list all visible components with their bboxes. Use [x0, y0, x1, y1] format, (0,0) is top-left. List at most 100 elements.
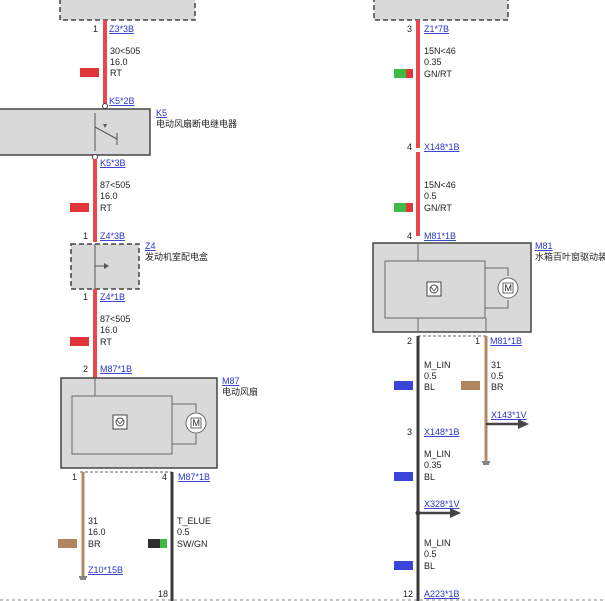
k5-name[interactable]: K5	[156, 108, 167, 118]
color-swatch-black	[148, 539, 160, 548]
m81-top-link[interactable]: M81*1B	[424, 231, 456, 241]
color-swatch-green	[160, 539, 167, 548]
ground-link[interactable]: Z10*15B	[88, 565, 123, 575]
wire-lin2-size: 0.35	[424, 460, 442, 470]
wire-right-1-size: 0.35	[424, 57, 442, 67]
wire-right-1-signal: 15N<46	[424, 46, 456, 56]
pin-number: 4	[407, 231, 412, 241]
motor-icon-body	[502, 282, 514, 294]
pin-number: 3	[407, 427, 412, 437]
control-module-icon	[426, 281, 442, 297]
wire-lin2-signal: M_LIN	[424, 449, 451, 459]
wire-black-size: 0.5	[177, 527, 190, 537]
k5-pin-dot-bottom	[92, 154, 98, 160]
color-swatch-red	[406, 203, 413, 212]
wire-left-1-signal: 30<505	[110, 46, 140, 56]
z4-top-link[interactable]: Z4*3B	[100, 231, 125, 241]
wire-left-3-color: RT	[100, 337, 112, 347]
z3-connector-box	[59, 0, 196, 21]
z1-connector-box	[373, 0, 509, 21]
pin-number: 18	[158, 589, 168, 599]
color-swatch-blue	[394, 381, 413, 390]
wire-lin3-signal: M_LIN	[424, 538, 451, 548]
z4-bottom-link[interactable]: Z4*1B	[100, 292, 125, 302]
wire-black-color: SW/GN	[177, 539, 208, 549]
z4-name[interactable]: Z4	[145, 241, 156, 251]
a223-link[interactable]: A223*1B	[424, 589, 460, 599]
z1-link[interactable]: Z1*7B	[424, 24, 449, 34]
wire-lin1-color: BL	[424, 382, 435, 392]
pin-number: 2	[83, 364, 88, 374]
wire-left-1-color: RT	[110, 68, 122, 78]
color-swatch-red	[80, 68, 99, 77]
wire-right-brown-size: 0.5	[491, 371, 504, 381]
wire-right-2-size: 0.5	[424, 191, 437, 201]
pin-number: 1	[72, 472, 77, 482]
pin-number: 1	[93, 24, 98, 34]
m81-motor-wire	[485, 267, 509, 309]
wire-left-2-color: RT	[100, 203, 112, 213]
wire-right-brown-signal: 31	[491, 360, 501, 370]
wire-ground-color: BR	[88, 539, 101, 549]
z4-distribution-box[interactable]	[70, 243, 140, 290]
motor-icon-letter: M	[193, 418, 201, 428]
junction-dot	[415, 510, 421, 516]
color-swatch-red	[406, 69, 413, 78]
pin-number: 4	[407, 142, 412, 152]
m81-name[interactable]: M81	[535, 241, 553, 251]
m87-top-link[interactable]: M87*1B	[100, 364, 132, 374]
x143-link[interactable]: X143*1V	[491, 410, 527, 420]
x328-link[interactable]: X328*1V	[424, 499, 460, 509]
m87-bottom-link[interactable]: M87*1B	[178, 472, 210, 482]
color-swatch-brown	[461, 381, 480, 390]
color-swatch-blue	[394, 561, 413, 570]
wire-left-1-size: 16.0	[110, 57, 128, 67]
control-module-icon	[112, 414, 128, 430]
motor-icon-letter: M	[505, 283, 513, 293]
wire-left-3-signal: 87<505	[100, 314, 130, 324]
wire-right-2-color: GN/RT	[424, 203, 452, 213]
z4-arrow-icon	[104, 263, 109, 269]
wire-right-1-color: GN/RT	[424, 69, 452, 79]
k5-relay-box[interactable]	[0, 108, 151, 156]
z3-link[interactable]: Z3*3B	[109, 24, 134, 34]
wire-black-signal: T_ELUE	[177, 516, 211, 526]
m81-inner-box	[384, 260, 486, 319]
m87-inner-box	[71, 395, 173, 455]
m87-name[interactable]: M87	[222, 376, 240, 386]
pin-number: 1	[83, 292, 88, 302]
k5-desc: 电动风扇断电继电器	[156, 118, 237, 129]
k5-top-link[interactable]: K5*2B	[109, 96, 135, 106]
color-swatch-red	[70, 337, 89, 346]
pin-number: 4	[162, 472, 167, 482]
pin-number: 1	[475, 336, 480, 346]
wire-right-2-signal: 15N<46	[424, 180, 456, 190]
arrow-right-icon	[450, 508, 461, 518]
color-swatch-blue	[394, 472, 413, 481]
m81-bottom-link[interactable]: M81*1B	[490, 336, 522, 346]
wire-left-2-size: 16.0	[100, 191, 118, 201]
k5-pin-dot	[102, 103, 108, 109]
wire-lin1-size: 0.5	[424, 371, 437, 381]
wire-lin3-color: BL	[424, 561, 435, 571]
m81-desc: 水箱百叶窗驱动装	[535, 251, 605, 262]
wire-ground-size: 16.0	[88, 527, 106, 537]
k5-arrow-icon	[103, 124, 107, 128]
pin-number: 12	[403, 589, 413, 599]
control-module-icon-ring	[429, 284, 439, 294]
z4-desc: 发动机室配电盒	[145, 251, 208, 262]
control-module-icon-ring	[115, 417, 125, 427]
x148-mid-link[interactable]: X148*1B	[424, 427, 460, 437]
wire-lin3-size: 0.5	[424, 549, 437, 559]
wire-left-3-size: 16.0	[100, 325, 118, 335]
control-module-icon-tick	[116, 419, 124, 425]
k5-switch-contact	[94, 126, 118, 140]
color-swatch-brown	[58, 539, 77, 548]
color-swatch-green	[394, 203, 406, 212]
color-swatch-green	[394, 69, 406, 78]
wire-right-brown-color: BR	[491, 382, 504, 392]
k5-bottom-link[interactable]: K5*3B	[100, 158, 126, 168]
wire-ground-signal: 31	[88, 516, 98, 526]
x148-top-link[interactable]: X148*1B	[424, 142, 460, 152]
m87-motor-wire	[172, 403, 197, 445]
